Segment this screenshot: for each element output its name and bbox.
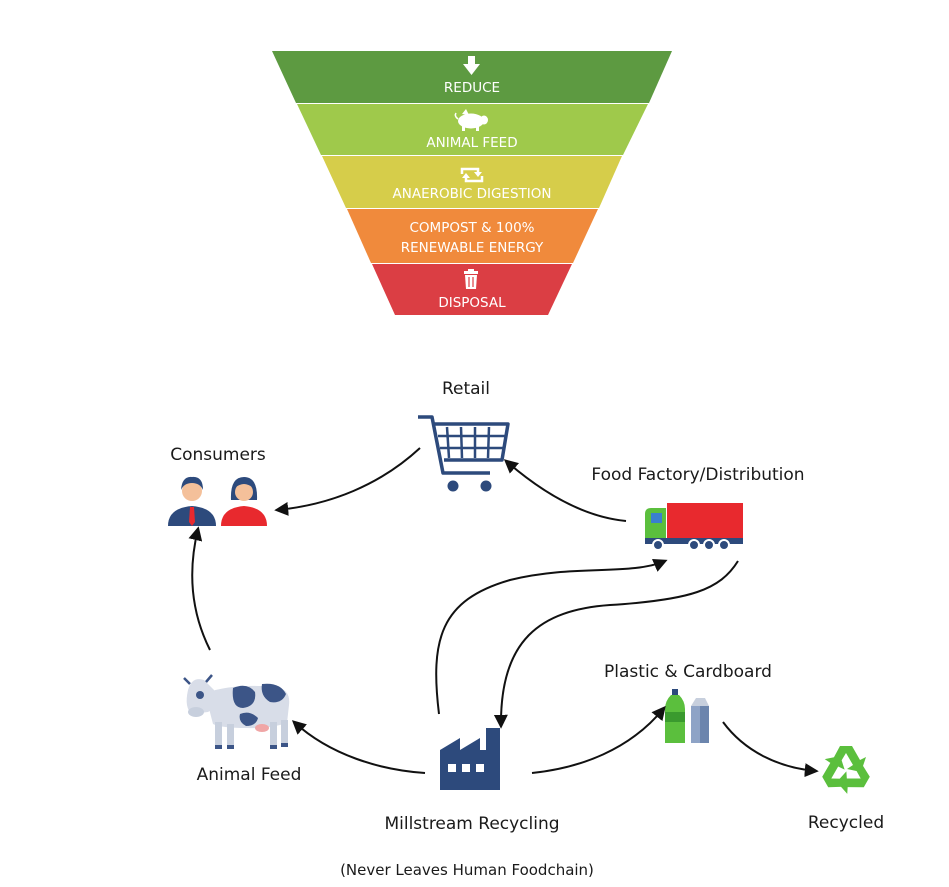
arrow-recycling-to-plastic [531,705,666,774]
recycle-symbol-icon [822,746,870,794]
shopping-cart-icon [418,415,510,492]
arrow-recycling-to-animal-feed [291,720,426,774]
recycle-arrows-icon [460,167,484,183]
factory-icon [440,728,500,790]
arrow-factory-to-retail [503,459,627,522]
millstream-recycling-label: Millstream Recycling [384,814,559,834]
tier-anaerobic-digestion: ANAEROBIC DIGESTION [322,156,622,208]
tier-disposal-band [372,264,572,315]
tier-disposal-label: DISPOSAL [438,295,506,311]
tier-reduce: REDUCE [272,51,672,103]
flow-arrows [188,447,819,778]
node-animal-feed: Animal Feed [183,674,302,785]
tier-anaerobic-label: ANAEROBIC DIGESTION [393,186,552,202]
cow-icon [183,674,290,749]
node-recycled: Recycled [808,746,884,833]
node-millstream-recycling: Millstream Recycling [384,728,560,834]
arrow-factory-to-recycling [493,560,739,729]
tier-animal-feed-band [297,104,648,155]
tier-compost-label-line1: COMPOST & 100% [410,220,535,236]
caption: (Never Leaves Human Foodchain) [340,861,594,879]
recycled-label: Recycled [808,813,884,833]
tier-compost-band [347,209,598,263]
tier-disposal: DISPOSAL [372,264,572,315]
node-plastic-cardboard: Plastic & Cardboard [604,662,772,743]
people-icon [168,476,267,526]
tier-compost: COMPOST & 100% RENEWABLE ENERGY [347,209,598,263]
truck-icon [645,503,743,551]
arrow-animal-feed-to-consumers [188,526,211,651]
trash-icon [464,269,478,289]
down-arrow-icon [463,56,480,75]
tier-reduce-band [272,51,672,103]
pig-icon [454,109,488,131]
plastic-cardboard-label: Plastic & Cardboard [604,662,772,682]
node-consumers: Consumers [168,445,267,526]
waste-pyramid: REDUCE ANIMAL FEED ANAER [272,51,672,315]
arrow-retail-to-consumers [274,447,421,516]
arrow-plastic-to-recycled [722,721,819,778]
tier-animal-feed: ANIMAL FEED [297,104,648,155]
bottle-carton-icon [665,689,709,743]
tier-compost-label-line2: RENEWABLE ENERGY [401,240,544,256]
retail-label: Retail [442,379,490,399]
food-factory-label: Food Factory/Distribution [591,465,804,485]
node-food-factory: Food Factory/Distribution [591,465,805,551]
tier-animal-feed-label: ANIMAL FEED [426,135,517,151]
arrow-recycling-to-factory [435,558,668,715]
consumers-label: Consumers [170,445,266,465]
tier-reduce-label: REDUCE [444,80,500,96]
animal-feed-label: Animal Feed [197,765,302,785]
node-retail: Retail [418,379,510,492]
